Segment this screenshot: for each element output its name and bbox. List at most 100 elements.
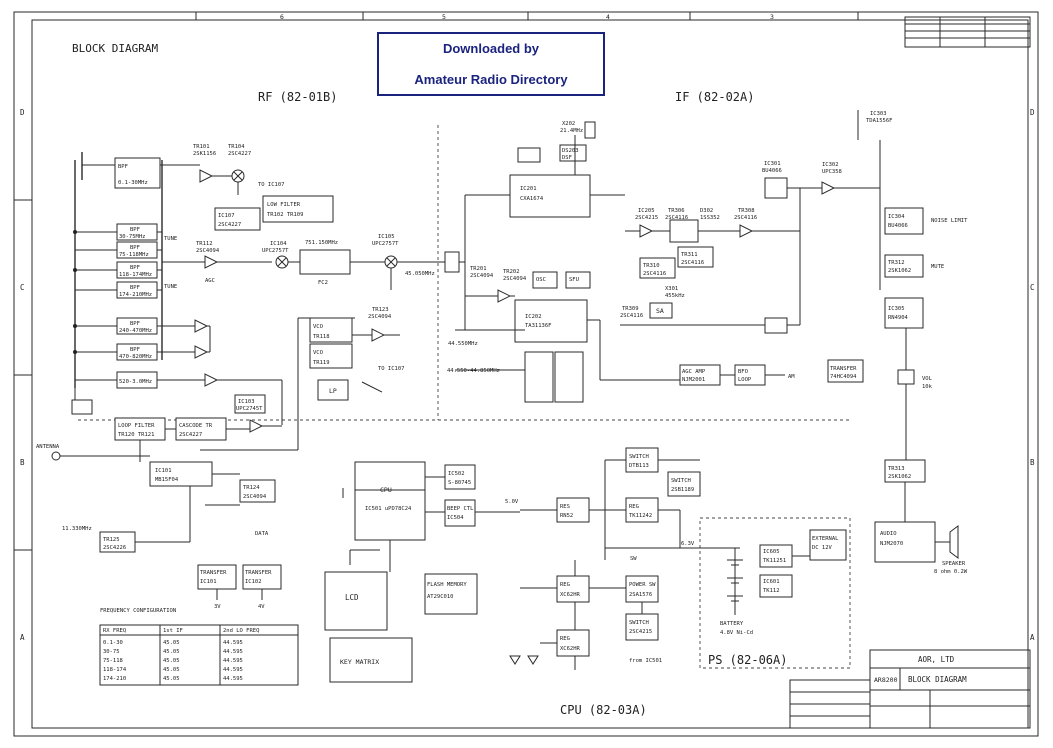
ic601-sub: TK112 — [763, 588, 780, 594]
border-row-d-right: D — [1030, 108, 1035, 117]
freq-table-cell: 44.595 — [223, 667, 243, 673]
pll-group — [51, 388, 282, 553]
border-row-a-right: A — [1030, 633, 1035, 642]
tr101-sub: 2SK1156 — [193, 151, 216, 157]
border-row-d: D — [20, 108, 25, 117]
ic303-label: IC303 — [870, 111, 887, 117]
switch-label: SWITCH — [629, 454, 649, 460]
section-ps-label: PS (82-06A) — [708, 653, 787, 667]
svg-text:2SC4227: 2SC4227 — [218, 222, 241, 228]
ic303-sub: TDA1556F — [866, 118, 893, 124]
lcd-label: LCD — [345, 593, 359, 602]
sfu-label: SFU — [569, 277, 579, 283]
loop-filter-sub: TR120 TR121 — [118, 432, 154, 438]
tr123-label: TR123 — [372, 307, 389, 313]
ic107-block: IC107 2SC4227 — [214, 207, 261, 231]
ic601-label: IC601 — [763, 579, 780, 585]
transfer-v2: 4V — [258, 604, 265, 610]
speaker-label: SPEAKER — [942, 561, 966, 567]
antenna-label: ANTENNA — [36, 444, 60, 450]
vco1-sub: TR118 — [313, 334, 330, 340]
reg-ps-sub: TK11242 — [629, 513, 652, 519]
ic502-label: IC502 — [448, 471, 465, 477]
res-label: RES — [560, 504, 570, 510]
reg2-sub: XC62HR — [560, 646, 581, 652]
svg-text:BPF: BPF — [130, 245, 140, 251]
ic105-label: IC105 — [378, 234, 395, 240]
ic605-sub: TK11251 — [763, 558, 786, 564]
svg-text:BPF: BPF — [118, 164, 128, 170]
ic205-sub: 2SC4215 — [635, 215, 658, 221]
tr312-sub: 2SK1062 — [888, 268, 911, 274]
x202-label: X202 — [562, 121, 575, 127]
tune-label: TUNE — [164, 236, 177, 242]
ic302-sub: UPC358 — [822, 169, 842, 175]
ic502-sub: S-80745 — [448, 480, 471, 486]
svg-text:IC101: IC101 — [200, 579, 217, 585]
tr309-label: TR309 — [622, 306, 639, 312]
svg-text:TRANSFER: TRANSFER — [200, 570, 227, 576]
ic201-label: IC201 — [520, 186, 537, 192]
ps-group — [727, 529, 847, 615]
ic305-label: IC305 — [888, 306, 905, 312]
vol-sub: 10k — [922, 384, 933, 390]
x202-sub: 21.4MHz — [560, 128, 583, 134]
ic304-sub: BU4066 — [888, 223, 908, 229]
tr104-label: TR104 — [228, 144, 245, 150]
ic301-label: IC301 — [764, 161, 781, 167]
audio-amp-sub: NJM2070 — [880, 541, 903, 547]
dc-sub: DC 12V — [812, 545, 833, 551]
ds203-label: DS203 — [562, 148, 579, 154]
agc-amp-sub: NJM2001 — [682, 377, 705, 383]
freq-table-cell: 174-210 — [103, 676, 126, 682]
switch2-label: SWITCH — [671, 478, 691, 484]
lpf-low: 520-3.0MHz — [116, 371, 158, 389]
mute-label: MUTE — [931, 264, 944, 270]
tr125-label: TR125 — [103, 537, 120, 543]
section-rf-label: RF (82-01B) — [258, 90, 337, 104]
ic103-sub: UPC2745T — [236, 406, 263, 412]
svg-text:0.1-30MHz: 0.1-30MHz — [118, 180, 148, 186]
ic103-label: IC103 — [238, 399, 255, 405]
svg-text:BPF: BPF — [130, 285, 140, 291]
transfer-ic1: TRANSFER IC101 — [197, 564, 237, 600]
tr125-sub: 2SC4226 — [103, 545, 126, 551]
border-row-b-right: B — [1030, 458, 1035, 467]
transfer-if-sub: 74HC4094 — [830, 374, 857, 380]
switch3-sub: 2SC4215 — [629, 629, 652, 635]
freq-table-header: RX FREQ — [103, 628, 126, 634]
svg-text:IC107: IC107 — [218, 213, 235, 219]
tr124-sub: 2SC4094 — [243, 494, 267, 500]
key-matrix-label: KEY MATRIX — [340, 658, 379, 666]
v63-label: 6.3V — [681, 541, 695, 547]
border-row-c-right: C — [1030, 283, 1035, 292]
ic105-sub: UPC2757T — [372, 241, 399, 247]
freq-table-cell: 45.05 — [163, 676, 180, 682]
freq-table-cell: 75-118 — [103, 658, 123, 664]
freq-table-cell: 45.05 — [163, 658, 180, 664]
revision-box — [904, 16, 1031, 48]
tr104-sub: 2SC4227 — [228, 151, 251, 157]
vol-label: VOL — [922, 376, 933, 382]
freq-table-cell: 44.595 — [223, 676, 243, 682]
ps-boundary — [699, 517, 851, 669]
svg-text:BPF: BPF — [130, 321, 140, 327]
tr112-sub: 2SC4094 — [196, 248, 220, 254]
agc-amp-label: AGC AMP — [682, 369, 706, 375]
ic104-sub: UPC2757T — [262, 248, 289, 254]
loop-filter-label: LOOP FILTER — [118, 423, 155, 429]
ds203-sub: DSF — [562, 155, 572, 161]
border-col-6: 6 — [280, 13, 284, 21]
battery-label: BATTERY — [720, 621, 744, 627]
cpu-sub: IC501 uPD78C24 — [365, 506, 412, 512]
border-col-5: 5 — [442, 13, 446, 21]
reg-ps-label: REG — [629, 504, 639, 510]
tr310-label: TR310 — [643, 263, 660, 269]
freq-table-cell: 45.05 — [163, 649, 180, 655]
freq-table-cell: 44.595 — [223, 658, 243, 664]
res-sub: RN52 — [560, 513, 573, 519]
